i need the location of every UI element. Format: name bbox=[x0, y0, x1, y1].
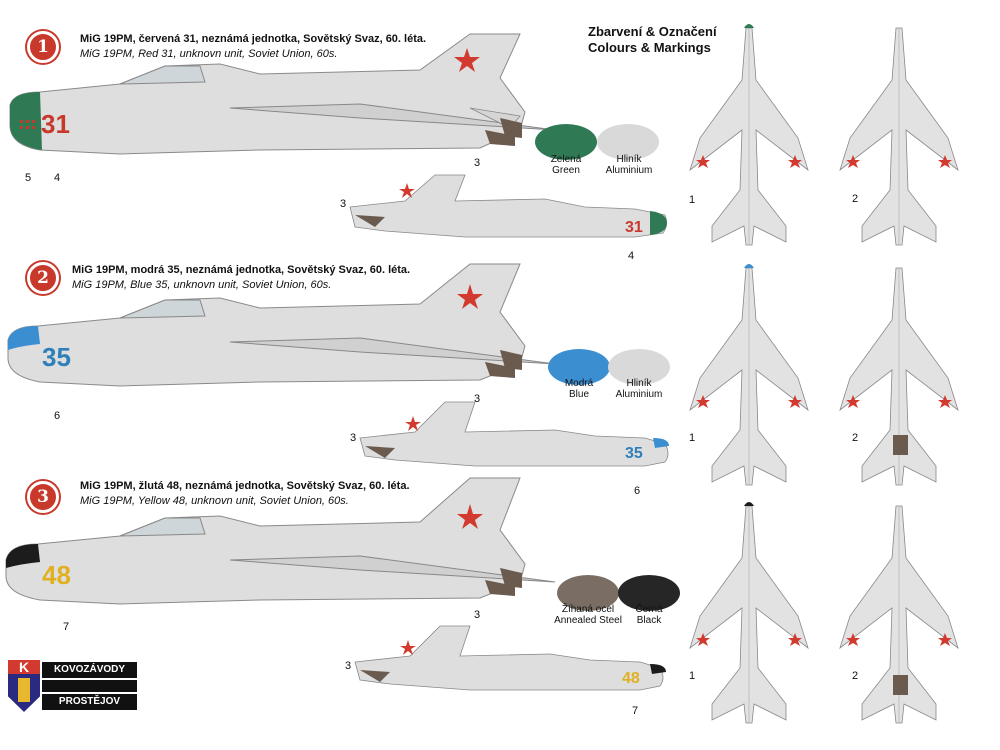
callout: 6 bbox=[634, 485, 641, 497]
aircraft-code: 35 bbox=[625, 445, 643, 462]
scheme-title-cz: MiG 19PM, modrá 35, neznámá jednotka, So… bbox=[72, 264, 411, 276]
scheme-badge-3: 3 bbox=[27, 481, 59, 513]
callout: 3 bbox=[340, 198, 347, 210]
colours-markings-heading: Zbarvení & Označení Colours & Markings bbox=[588, 24, 717, 56]
color-swatch-aluminium bbox=[597, 124, 659, 160]
logo-letter: K bbox=[18, 659, 30, 675]
color-swatch-annealed-steel bbox=[557, 575, 619, 611]
callout: 5 bbox=[25, 172, 32, 184]
aircraft-code: 31 bbox=[41, 109, 70, 139]
scheme-title-cz: MiG 19PM, červená 31, neznámá jednotka, … bbox=[80, 33, 427, 45]
aircraft-side-view: 31 bbox=[9, 33, 556, 155]
aircraft-top-bottom-views bbox=[689, 24, 959, 724]
aircraft-side-view: 35 bbox=[7, 263, 556, 387]
callout: 4 bbox=[54, 172, 61, 184]
callout: 3 bbox=[474, 157, 481, 169]
scheme-title-en: MiG 19PM, Blue 35, unknovn unit, Soviet … bbox=[72, 279, 332, 291]
callout: 1 bbox=[689, 670, 696, 682]
scheme-badge-1: 1 bbox=[27, 31, 59, 63]
callout: 1 bbox=[689, 432, 696, 444]
color-swatch-black bbox=[618, 575, 680, 611]
color-swatch-green bbox=[535, 124, 597, 160]
color-swatch-blue bbox=[548, 349, 610, 385]
callout: 2 bbox=[852, 432, 859, 444]
kovozavody-logo: K KOVOZÁVODY PROSTĚJOV bbox=[8, 660, 138, 712]
aircraft-code: 35 bbox=[42, 342, 71, 372]
callout: 4 bbox=[628, 250, 635, 262]
aircraft-code: 48 bbox=[622, 670, 640, 687]
callout: 2 bbox=[852, 670, 859, 682]
aircraft-side-view-small: 31 bbox=[349, 174, 667, 238]
heading-line-en: Colours & Markings bbox=[588, 40, 711, 55]
callout: 3 bbox=[474, 609, 481, 621]
callout: 1 bbox=[689, 194, 696, 206]
aircraft-side-view-small: 48 bbox=[354, 625, 666, 691]
callout: 7 bbox=[632, 705, 639, 717]
logo-bottom-text: PROSTĚJOV bbox=[42, 694, 137, 710]
scheme-badge-2: 2 bbox=[27, 262, 59, 294]
scheme-title-en: MiG 19PM, Red 31, unknovn unit, Soviet U… bbox=[80, 48, 338, 60]
aircraft-code: 31 bbox=[625, 219, 643, 236]
aircraft-side-view-small: 35 bbox=[359, 401, 669, 467]
callout: 2 bbox=[852, 193, 859, 205]
aircraft-code: 48 bbox=[42, 560, 71, 590]
callout: 3 bbox=[350, 432, 357, 444]
logo-mark: K bbox=[8, 660, 40, 712]
color-swatch-aluminium bbox=[608, 349, 670, 385]
heading-line-cz: Zbarvení & Označení bbox=[588, 24, 717, 39]
callout: 3 bbox=[474, 393, 481, 405]
scheme-title-cz: MiG 19PM, žlutá 48, neznámá jednotka, So… bbox=[80, 480, 410, 492]
aircraft-side-view: 48 bbox=[5, 477, 556, 605]
callout: 6 bbox=[54, 410, 61, 422]
logo-top-text: KOVOZÁVODY bbox=[42, 662, 137, 678]
callout: 3 bbox=[345, 660, 352, 672]
scheme-title-en: MiG 19PM, Yellow 48, unknovn unit, Sovie… bbox=[80, 495, 349, 507]
callout: 7 bbox=[63, 621, 70, 633]
